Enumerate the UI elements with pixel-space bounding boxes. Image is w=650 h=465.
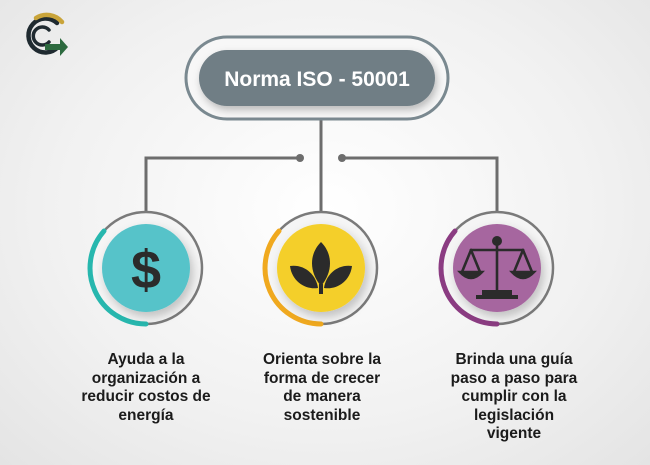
logo-inner-arc: [31, 25, 51, 47]
item-ring-accent: [262, 228, 324, 327]
connector-dot-left: [296, 154, 304, 162]
item-legislation: [438, 210, 555, 327]
company-logo: [26, 12, 68, 56]
item-caption-cost-reduction: Ayuda a la organización a reducir costos…: [81, 351, 211, 424]
dollar-icon: $: [131, 240, 161, 300]
svg-text:$: $: [131, 240, 161, 300]
logo-gold-accent: [33, 12, 65, 25]
logo-outer-arc: [26, 16, 61, 55]
item-caption-sustainable-growth: Orienta sobre la forma de crecer de mane…: [262, 351, 381, 424]
item-ring-accent: [87, 228, 149, 327]
item-caption-legislation: Brinda una guía paso a paso para cumplir…: [450, 351, 578, 442]
leaves-icon: [290, 242, 352, 294]
item-sustainable-growth: [262, 210, 379, 327]
page-title: Norma ISO - 50001: [224, 68, 410, 91]
title-pill-body: [199, 50, 435, 106]
connector-to-left: [144, 156, 302, 214]
item-cost-reduction: $: [87, 210, 204, 327]
title-pill: Norma ISO - 50001: [184, 35, 450, 121]
logo-arrow: [45, 38, 68, 56]
item-circle: [102, 224, 190, 312]
connector-dot-right: [338, 154, 346, 162]
scales-icon: [457, 236, 537, 299]
connector-to-right: [340, 156, 499, 214]
item-ring-accent: [438, 228, 500, 327]
